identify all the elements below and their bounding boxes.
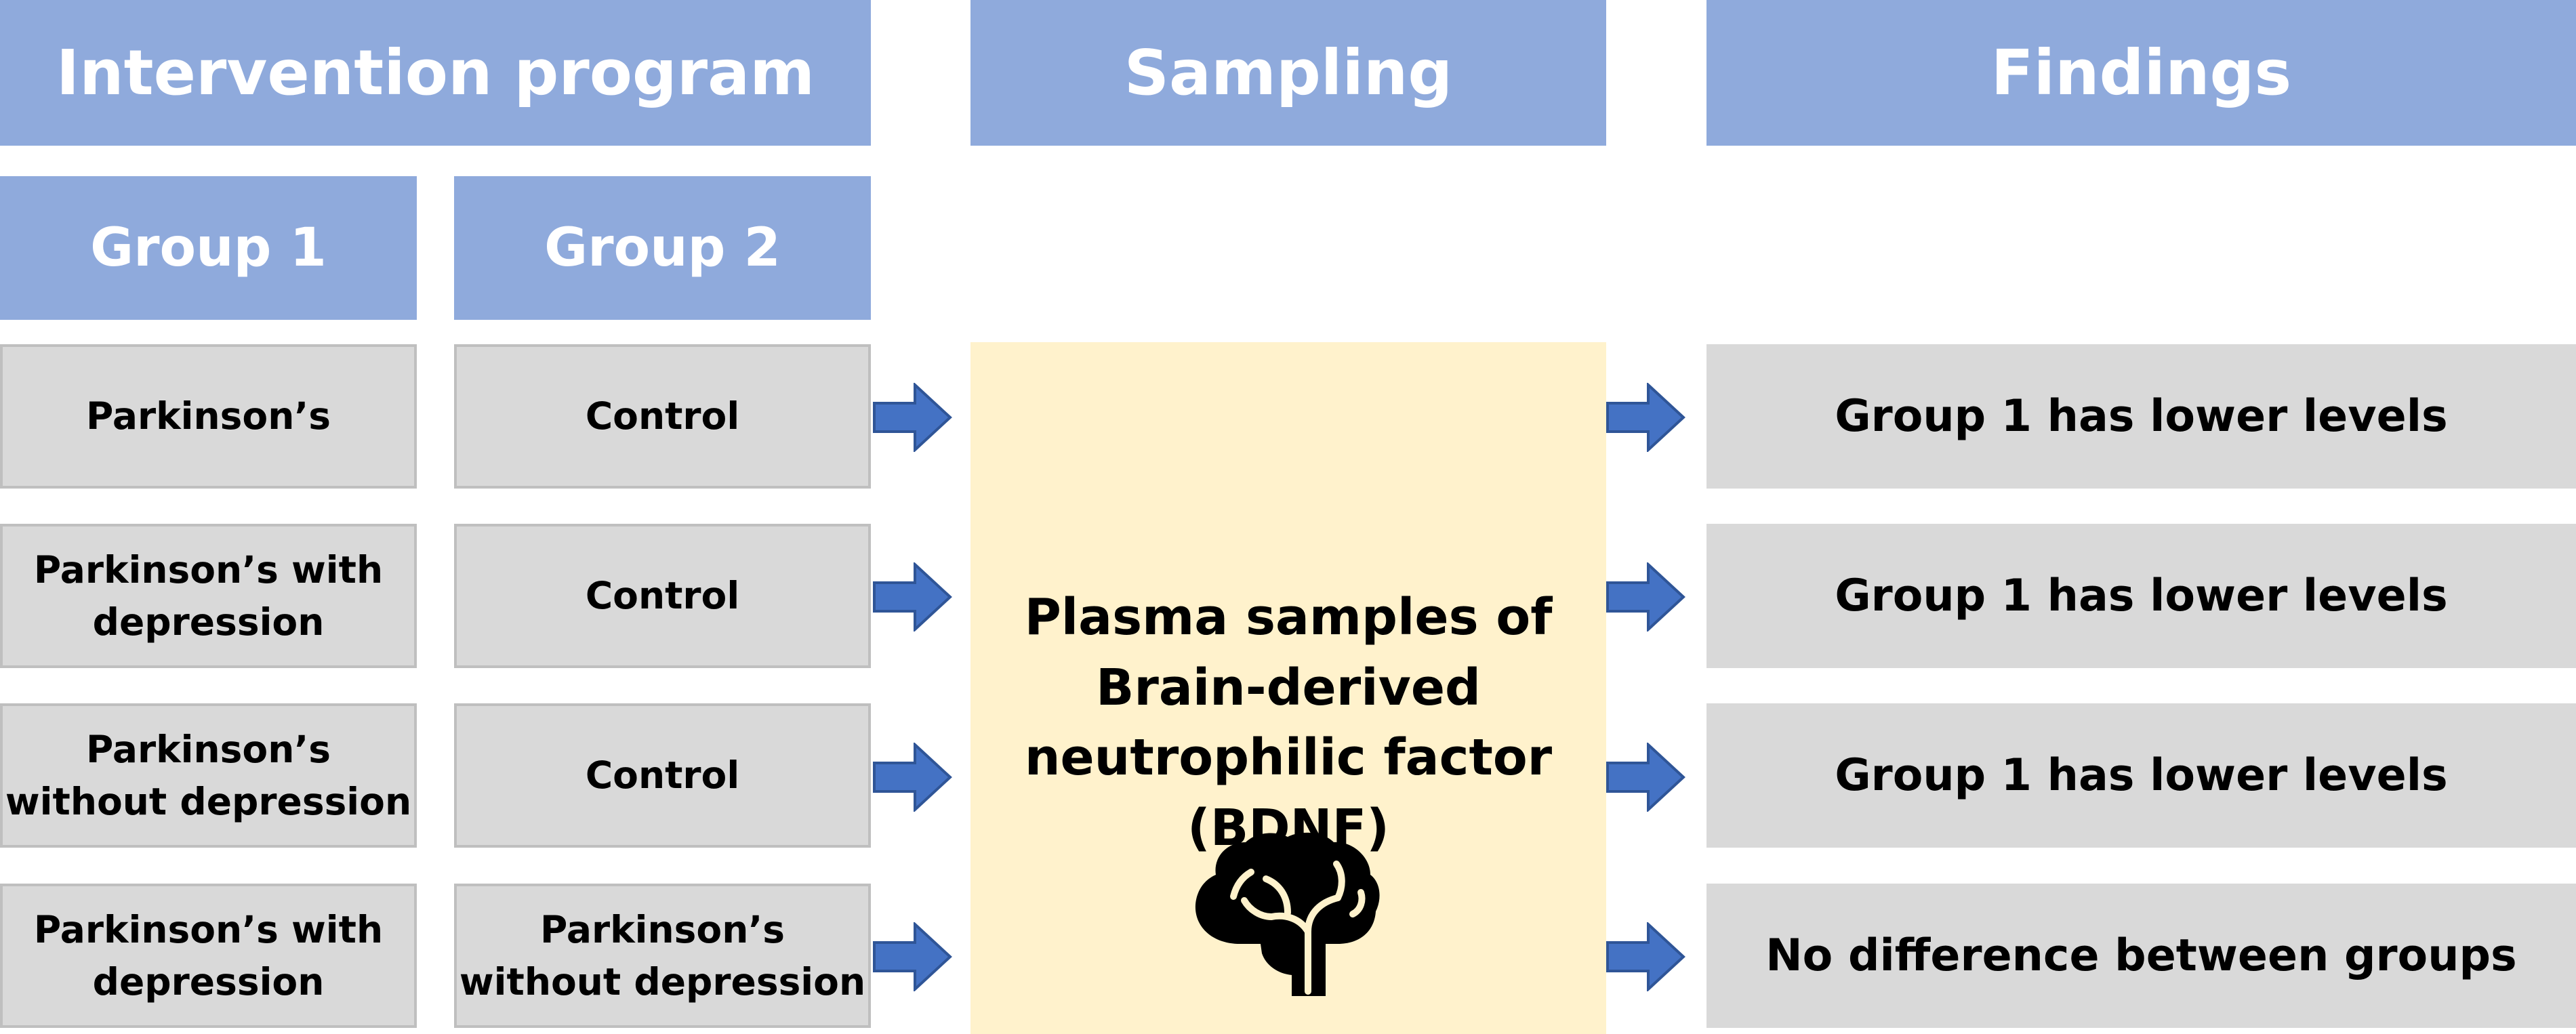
arrow-right-icon <box>1606 562 1685 632</box>
row-3-group-2: Control <box>454 703 871 848</box>
row-4-group-1: Parkinson’s with depression <box>0 884 417 1028</box>
row-1-group-2: Control <box>454 344 871 489</box>
finding-row-1: Group 1 has lower levels <box>1706 344 2576 489</box>
finding-row-4: No difference between groups <box>1706 884 2576 1028</box>
arrow-right-icon <box>873 743 952 812</box>
header-group-1: Group 1 <box>0 176 417 320</box>
header-sampling: Sampling <box>970 0 1606 146</box>
arrow-right-icon <box>1606 743 1685 812</box>
arrow-right-icon <box>1606 383 1685 452</box>
brain-icon <box>1195 832 1380 996</box>
finding-row-3: Group 1 has lower levels <box>1706 703 2576 848</box>
row-2-group-2: Control <box>454 524 871 668</box>
finding-row-2: Group 1 has lower levels <box>1706 524 2576 668</box>
arrow-right-icon <box>873 562 952 632</box>
sampling-text: Plasma samples of Brain-derived neutroph… <box>1024 588 1553 857</box>
arrow-right-icon <box>873 922 952 991</box>
header-group-2: Group 2 <box>454 176 871 320</box>
arrow-right-icon <box>873 383 952 452</box>
header-findings: Findings <box>1706 0 2576 146</box>
row-2-group-1: Parkinson’s with depression <box>0 524 417 668</box>
header-intervention-program: Intervention program <box>0 0 871 146</box>
row-4-group-2: Parkinson’s without depression <box>454 884 871 1028</box>
row-1-group-1: Parkinson’s <box>0 344 417 489</box>
arrow-right-icon <box>1606 922 1685 991</box>
row-3-group-1: Parkinson’s without depression <box>0 703 417 848</box>
